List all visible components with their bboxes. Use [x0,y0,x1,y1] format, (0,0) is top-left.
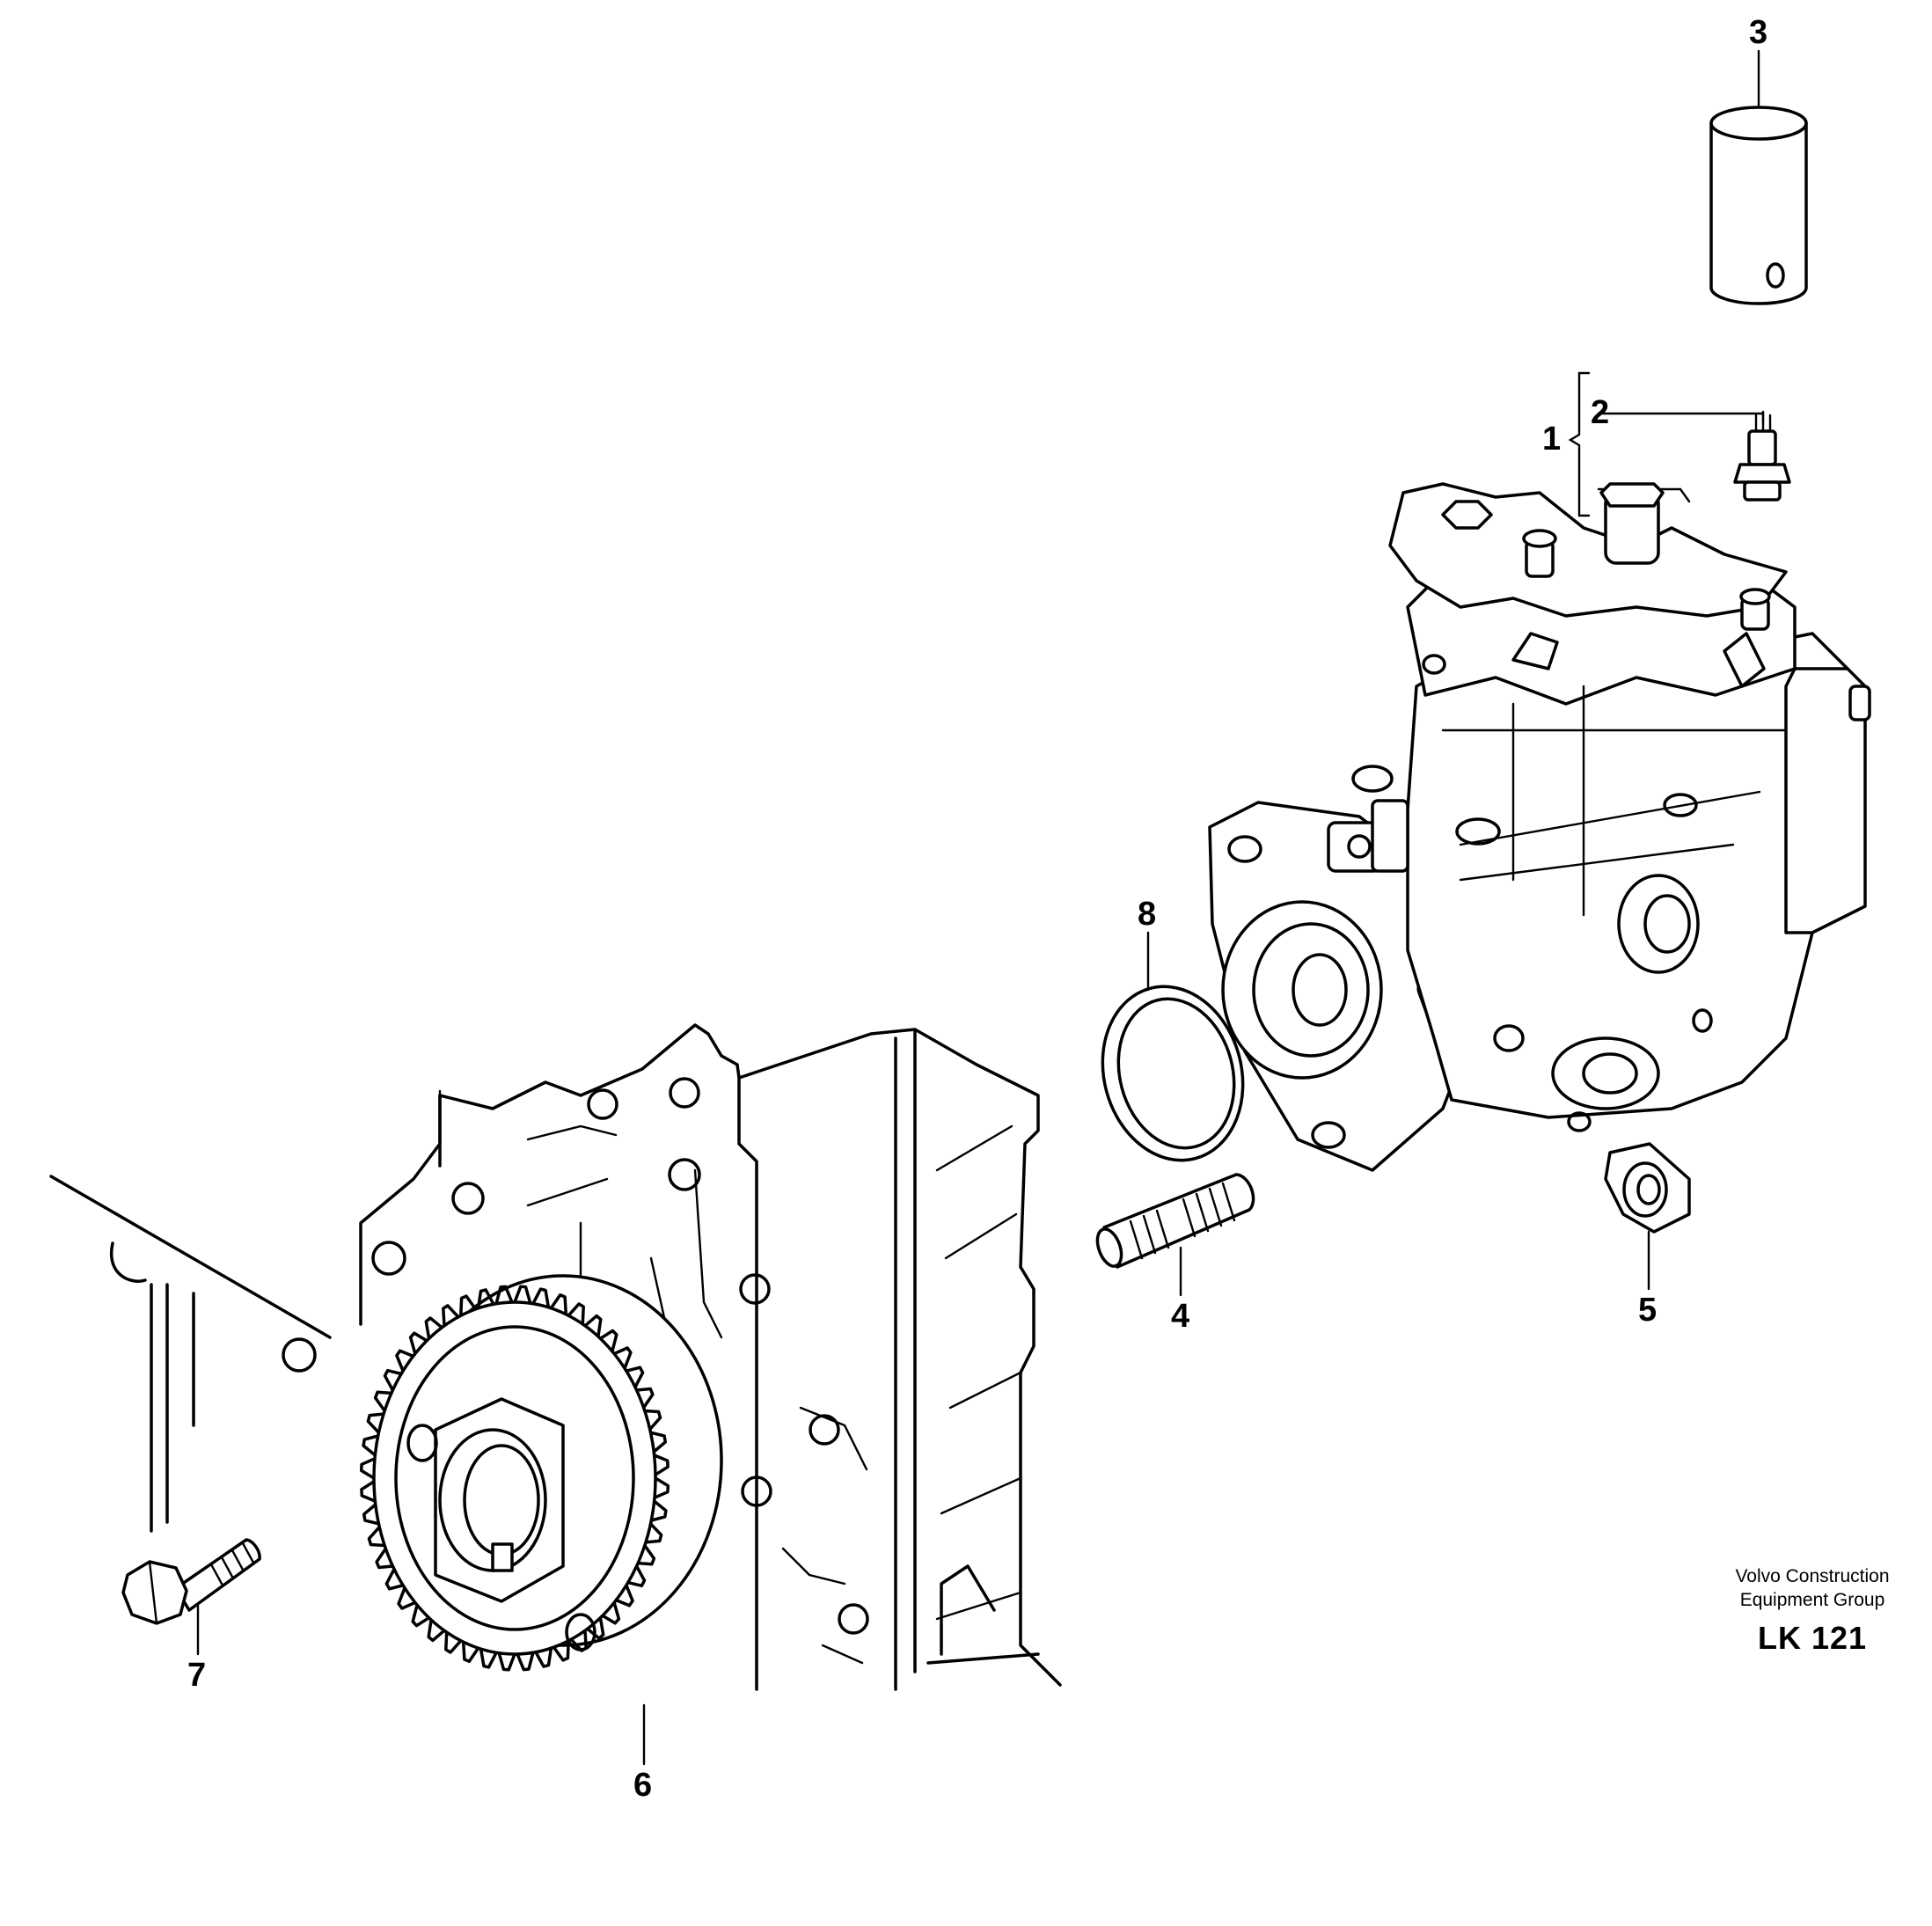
credit-line-2: Equipment Group [1739,1590,1885,1611]
callout-1: 1 [1542,421,1562,458]
sensor-part [1733,410,1791,502]
diagram-code: LK 121 [1757,1619,1868,1656]
sleeve-part [1709,106,1808,305]
callout-5: 5 [1638,1292,1658,1329]
gear-part [359,1274,723,1672]
callout-4: 4 [1171,1298,1190,1335]
publisher-credit: Volvo Construction Equipment Group LK 12… [1707,1564,1918,1659]
nut-part [1604,1142,1691,1234]
timing-gear-housing [49,1023,1062,1691]
bolt-part [121,1538,261,1625]
injection-pump-part [1208,482,1871,1172]
callout-8: 8 [1138,896,1157,933]
o-ring-part [1101,985,1245,1162]
callout-2: 2 [1591,394,1610,431]
callout-7: 7 [187,1657,207,1694]
callout-6: 6 [633,1767,653,1804]
stud-part [1095,1173,1255,1269]
credit-line-1: Volvo Construction [1735,1566,1890,1586]
callout-3: 3 [1749,14,1768,51]
